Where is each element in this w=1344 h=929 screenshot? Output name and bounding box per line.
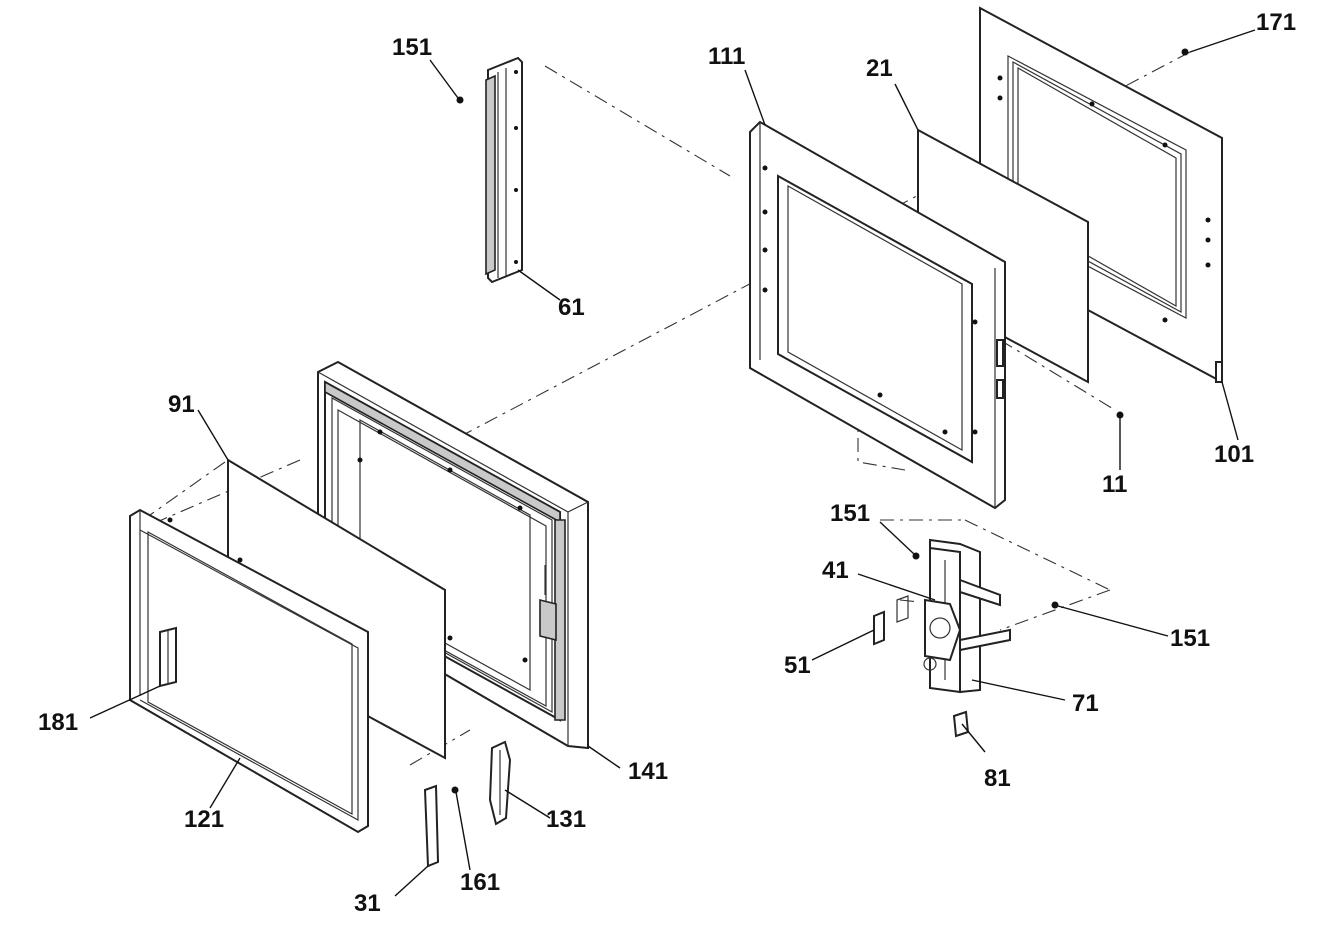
part-41-bracket — [896, 595, 909, 623]
part-111-middle-frame — [749, 120, 1006, 510]
callout-81: 81 — [984, 765, 1011, 792]
part-71-latch-assembly — [923, 538, 1011, 694]
callout-141: 141 — [628, 758, 668, 785]
callout-51: 51 — [784, 652, 811, 679]
callout-151-right: 151 — [1170, 625, 1210, 652]
part-131-latch-hook — [488, 740, 512, 826]
callout-161: 161 — [460, 869, 500, 896]
callout-11: 11 — [1102, 471, 1127, 498]
callout-61: 61 — [558, 294, 585, 321]
callout-111: 111 — [708, 43, 745, 70]
callout-151-top: 151 — [392, 34, 432, 61]
callout-91: 91 — [168, 391, 195, 418]
callout-171: 171 — [1256, 9, 1296, 36]
screws — [451, 48, 1189, 794]
part-61-hinge-strip — [485, 56, 523, 284]
callout-31: 31 — [354, 890, 381, 917]
callout-101: 101 — [1214, 441, 1254, 468]
callout-131: 131 — [546, 806, 586, 833]
part-31-strip — [423, 784, 440, 868]
part-81-clip — [952, 710, 970, 738]
callout-121: 121 — [184, 806, 224, 833]
part-51-pin — [873, 610, 885, 646]
callout-labels: 171 151 111 21 61 101 11 91 151 41 151 5… — [38, 9, 1296, 917]
callout-71: 71 — [1072, 690, 1099, 717]
callout-21: 21 — [866, 55, 893, 82]
leader-lines — [89, 29, 1256, 897]
part-141-door-box — [317, 360, 589, 750]
callout-181: 181 — [38, 709, 78, 736]
callout-41: 41 — [822, 557, 849, 584]
callout-151-mid: 151 — [830, 500, 870, 527]
